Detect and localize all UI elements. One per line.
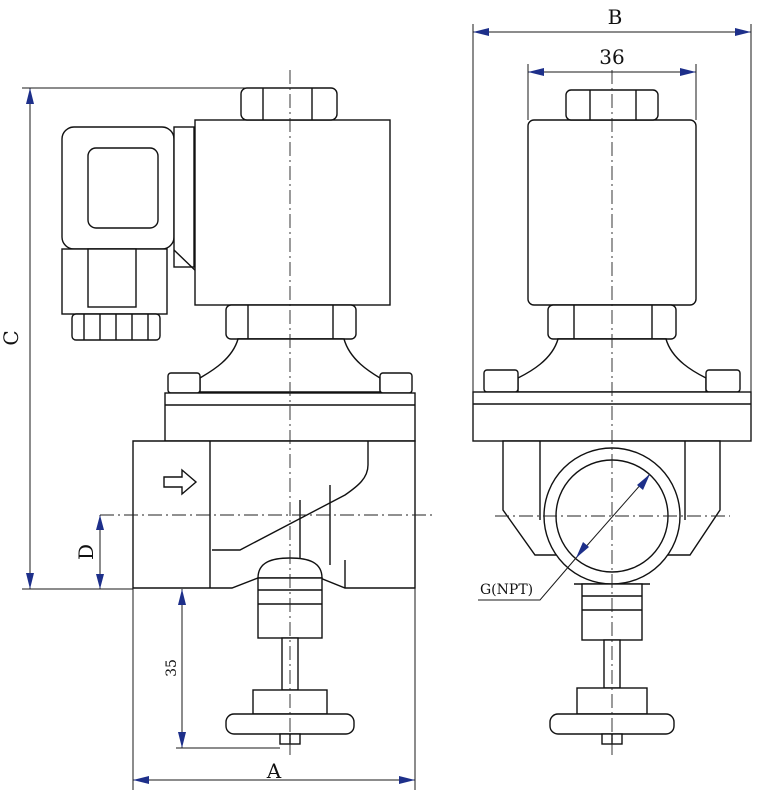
dimension-a — [132, 588, 416, 790]
front-view — [61, 70, 435, 755]
coil — [194, 87, 391, 306]
label-d: D — [74, 544, 98, 560]
label-c: C — [0, 330, 23, 345]
valve-body — [132, 440, 416, 589]
label-port-thread: G(NPT) — [480, 582, 533, 598]
port-leader — [478, 557, 577, 601]
dimension-b — [472, 24, 752, 441]
connector-plug — [61, 126, 201, 341]
side-view — [472, 70, 752, 755]
label-35: 35 — [164, 659, 180, 677]
port-diameter-line — [575, 473, 651, 559]
dimension-d — [92, 515, 133, 590]
flow-arrow-icon — [163, 468, 198, 496]
dimension-36 — [527, 64, 697, 120]
label-36: 36 — [599, 45, 624, 69]
label-a: A — [266, 759, 282, 783]
dimension-35 — [176, 589, 280, 749]
label-b: B — [608, 5, 623, 29]
